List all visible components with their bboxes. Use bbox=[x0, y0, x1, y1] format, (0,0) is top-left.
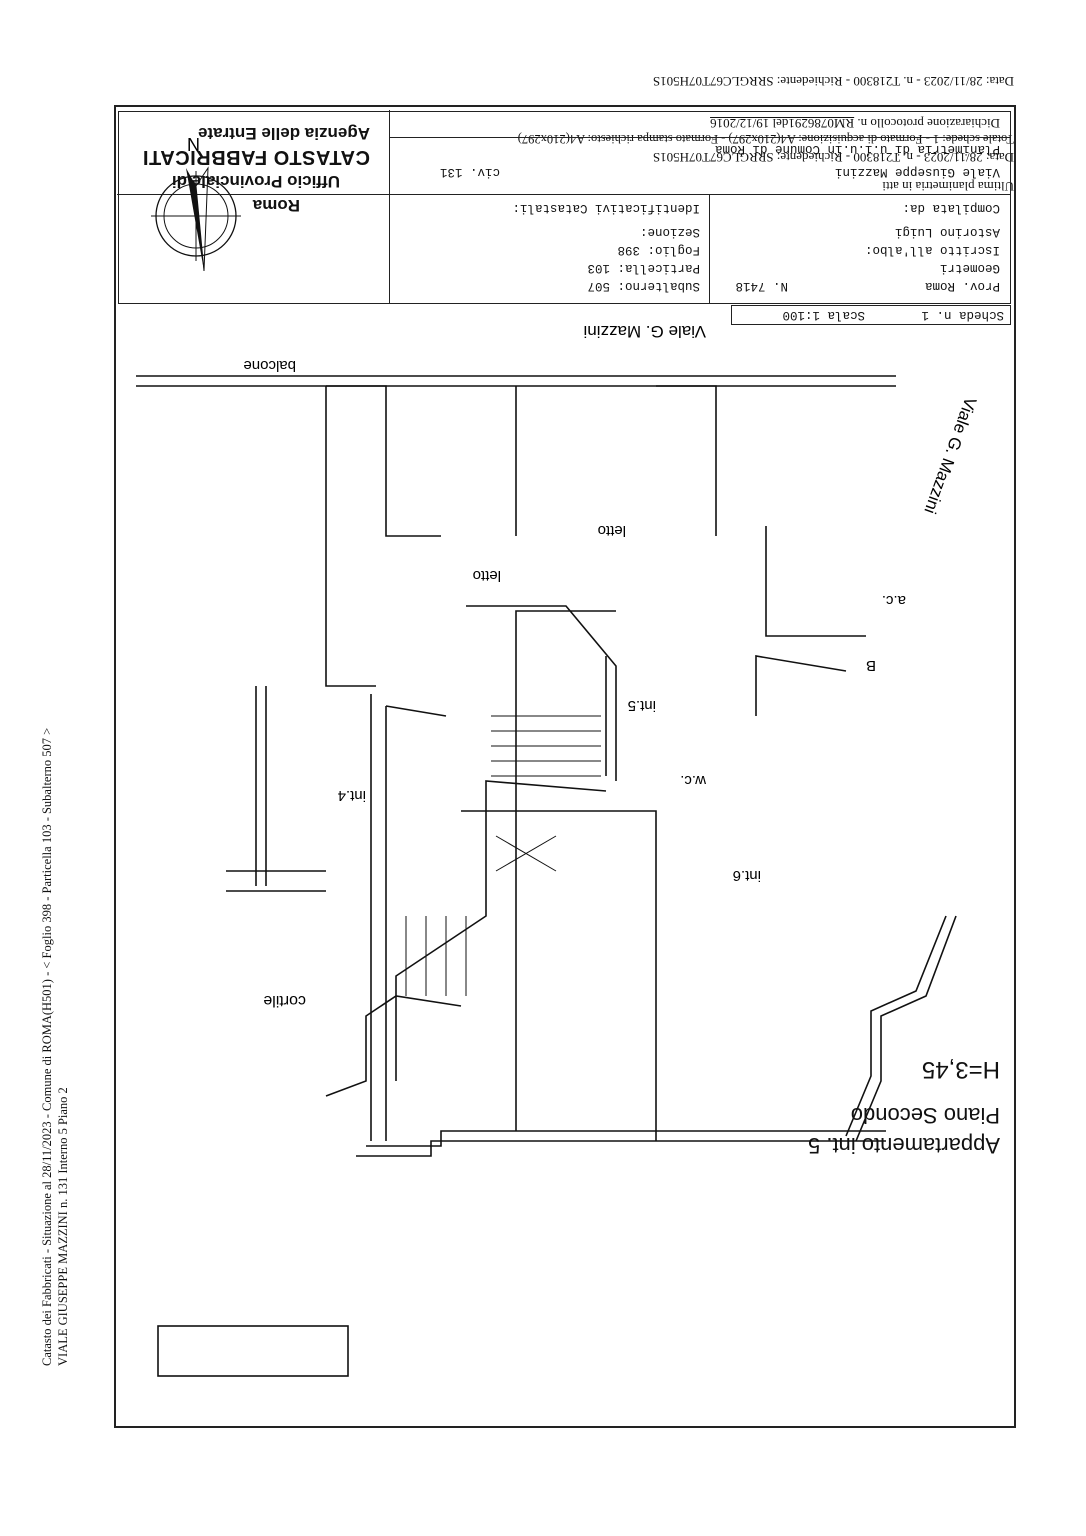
room-label-bedroom1: letto bbox=[473, 567, 501, 584]
wall bbox=[325, 636, 376, 687]
compass-label: N bbox=[187, 134, 200, 154]
north-arrow-outline bbox=[195, 166, 209, 272]
stair-treads bbox=[405, 916, 467, 996]
room-label-balcony: balcone bbox=[243, 357, 296, 374]
room-label-bedroom2: letto bbox=[598, 522, 626, 539]
wall bbox=[461, 810, 657, 1141]
room-label-unit4: int.4 bbox=[338, 787, 366, 804]
wall bbox=[755, 655, 847, 716]
stair-treads bbox=[491, 715, 601, 777]
wall bbox=[326, 385, 441, 537]
room-label-bath: B bbox=[866, 657, 876, 674]
wall bbox=[656, 385, 717, 536]
wall bbox=[385, 705, 447, 717]
stairwell-wall bbox=[395, 780, 607, 1081]
north-arrow-icon bbox=[186, 168, 204, 271]
wall bbox=[515, 610, 616, 1131]
wall bbox=[325, 995, 462, 1097]
stair-cross bbox=[495, 835, 557, 872]
room-label-courtyard: cortile bbox=[263, 992, 306, 1009]
room-label-wc: w.c. bbox=[680, 772, 707, 789]
street-label-top: Viale G. Mazzini bbox=[583, 322, 706, 341]
wall bbox=[366, 1130, 886, 1147]
room-label-living: a.c. bbox=[882, 592, 906, 609]
stairwell-wall bbox=[466, 605, 617, 781]
room-label-unit6: int.6 bbox=[733, 867, 761, 884]
wall bbox=[855, 915, 957, 1142]
wall bbox=[356, 1140, 886, 1157]
room-label-unit5: int.5 bbox=[628, 697, 656, 714]
wall bbox=[765, 526, 866, 637]
street-label-side: Viale G. Mazzini bbox=[920, 395, 980, 517]
wall bbox=[845, 915, 947, 1137]
balcony-outline bbox=[157, 1325, 349, 1377]
compass: N bbox=[151, 134, 241, 272]
